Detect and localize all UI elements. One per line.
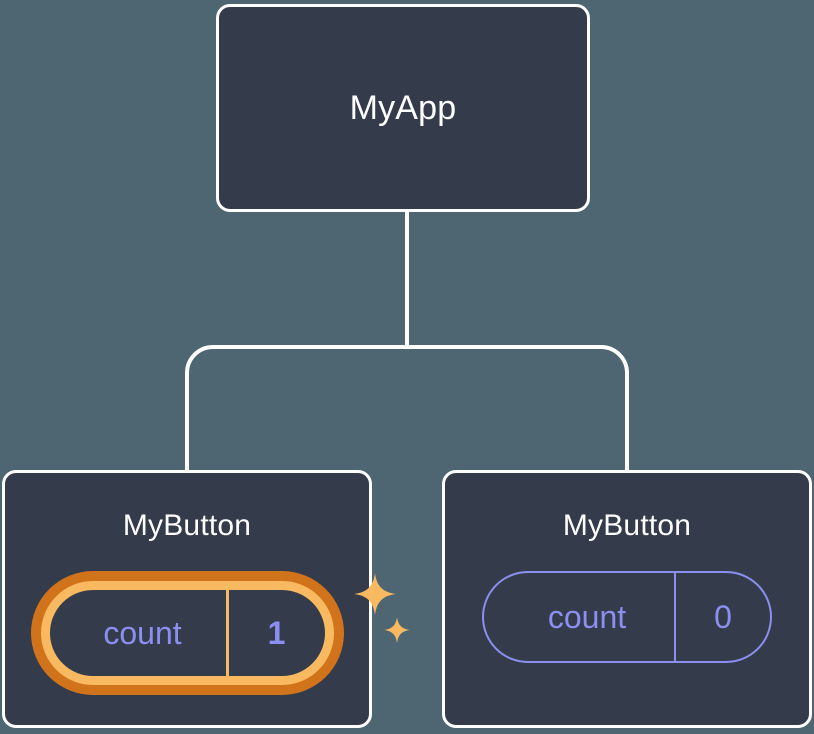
state-pill-right[interactable]: count 0	[482, 571, 772, 663]
node-mybutton-right-label: MyButton	[562, 509, 692, 542]
state-value-right: 0	[674, 573, 770, 661]
state-pill-left[interactable]: count 1	[30, 571, 344, 695]
node-myapp[interactable]: MyApp	[216, 4, 590, 212]
state-key-left: count	[103, 615, 182, 651]
state-key-right: count	[547, 599, 627, 635]
node-mybutton-right[interactable]: MyButton count 0	[442, 470, 812, 728]
node-myapp-label: MyApp	[349, 89, 457, 127]
state-pill-left-wrapper: count 1	[30, 571, 410, 695]
sparkle-large-icon	[353, 573, 396, 615]
sparkle-small-icon	[383, 617, 410, 643]
state-pill-left-inner: count 1	[40, 581, 334, 685]
node-mybutton-left-label: MyButton	[122, 509, 252, 542]
state-value-left: 1	[225, 590, 325, 676]
edge-branch-bar	[185, 345, 629, 470]
node-mybutton-left[interactable]: MyButton count 1	[2, 470, 410, 728]
state-pill-right-wrapper: count 0	[482, 571, 772, 663]
